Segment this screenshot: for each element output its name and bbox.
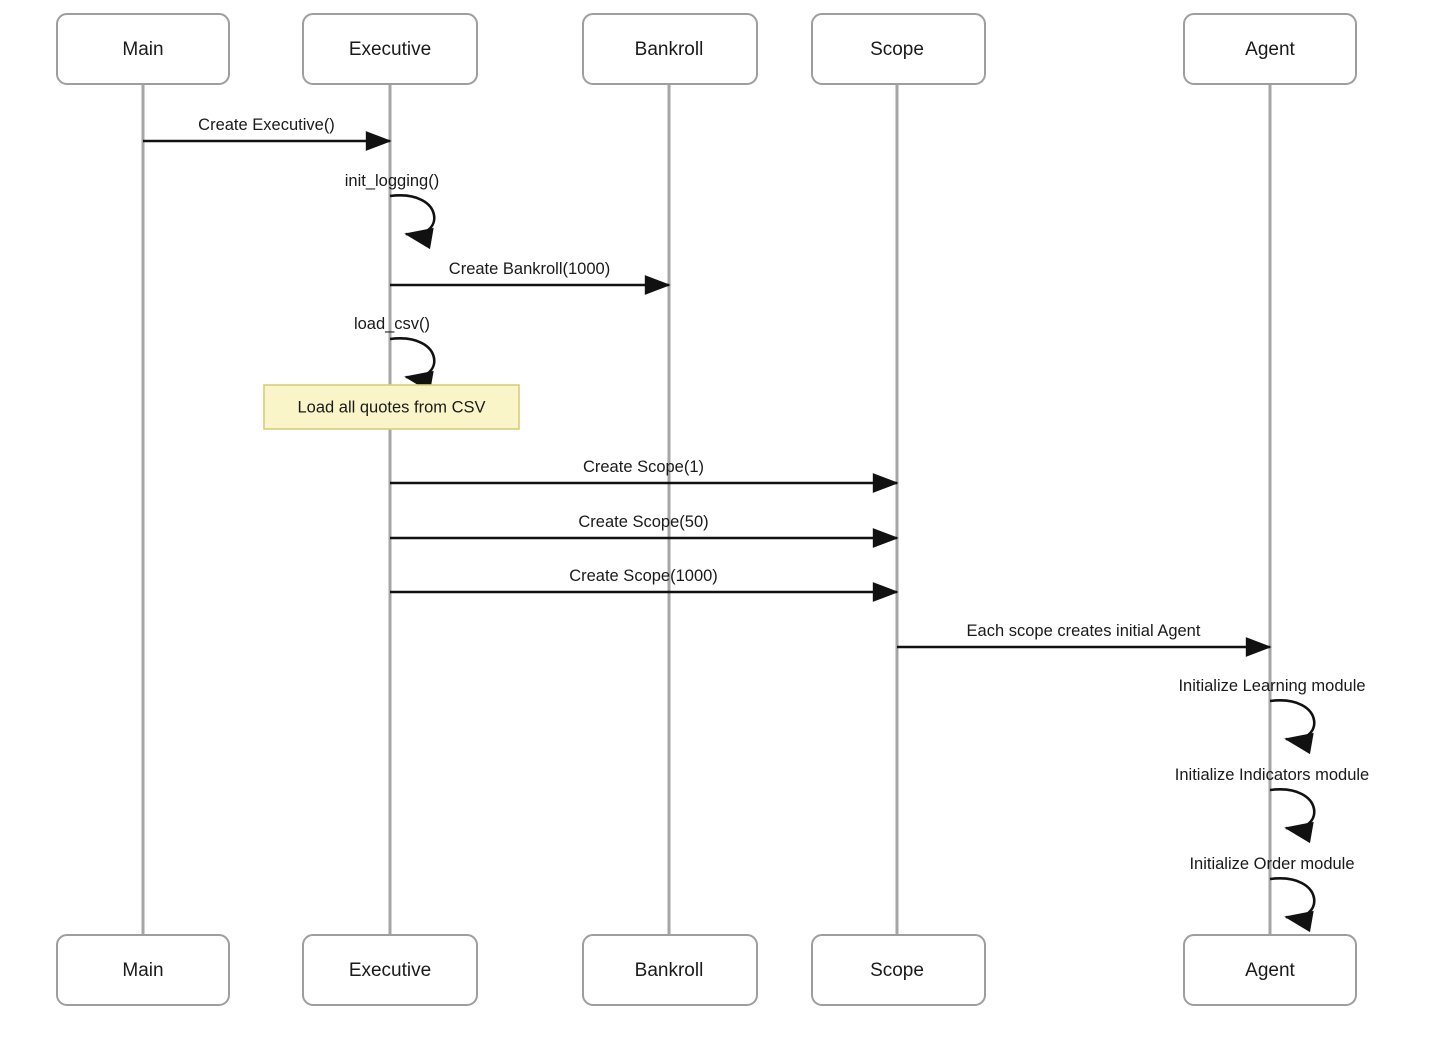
actor-bottom-agent[interactable]: Agent xyxy=(1183,934,1357,1006)
actor-bottom-main[interactable]: Main xyxy=(56,934,230,1006)
message-label-m8: Each scope creates initial Agent xyxy=(967,622,1201,640)
message-label-m6: Create Scope(50) xyxy=(578,513,708,531)
actor-bottom-bankroll[interactable]: Bankroll xyxy=(582,934,758,1006)
note-box-n1 xyxy=(263,384,520,430)
message-label-m2: init_logging() xyxy=(345,172,439,190)
actor-boxes-bottom-group: Main Executive Bankroll Scope Agent xyxy=(56,934,1357,1006)
message-label-m3: Create Bankroll(1000) xyxy=(449,260,610,278)
self-message-arrow-m2 xyxy=(389,194,436,250)
message-label-m7: Create Scope(1000) xyxy=(569,567,718,585)
actor-label-top-scope: Scope xyxy=(870,39,924,60)
message-m1[interactable]: Create Executive() xyxy=(143,116,392,151)
actor-top-agent[interactable]: Agent xyxy=(1183,13,1357,85)
actor-label-bottom-executive: Executive xyxy=(349,960,431,981)
message-label-m10: Initialize Indicators module xyxy=(1175,766,1369,784)
message-m2[interactable]: init_logging() xyxy=(345,172,439,250)
message-m9[interactable]: Initialize Learning module xyxy=(1178,677,1366,755)
actor-label-bottom-bankroll: Bankroll xyxy=(635,960,704,981)
actor-box-top-agent xyxy=(1183,13,1357,85)
message-m7[interactable]: Create Scope(1000) xyxy=(390,567,899,602)
messages-group: Create Executive() init_logging() Create B… xyxy=(143,116,1369,933)
message-m11[interactable]: Initialize Order module xyxy=(1189,855,1355,933)
actor-box-top-bankroll xyxy=(582,13,758,85)
actor-top-scope[interactable]: Scope xyxy=(811,13,986,85)
message-m5[interactable]: Create Scope(1) xyxy=(390,458,899,493)
self-message-arrow-m4 xyxy=(389,337,436,393)
actor-box-top-main xyxy=(56,13,230,85)
notes-group: Load all quotes from CSV xyxy=(263,384,520,430)
actor-box-top-executive xyxy=(302,13,478,85)
message-m4[interactable]: load_csv() xyxy=(354,315,436,393)
message-label-m1: Create Executive() xyxy=(198,116,335,134)
actor-box-bottom-main xyxy=(56,934,230,1006)
self-message-arrow-m11 xyxy=(1269,877,1316,933)
actor-label-top-executive: Executive xyxy=(349,39,431,60)
message-m10[interactable]: Initialize Indicators module xyxy=(1175,766,1369,844)
actor-top-main[interactable]: Main xyxy=(56,13,230,85)
actor-box-top-scope xyxy=(811,13,986,85)
message-label-m5: Create Scope(1) xyxy=(583,458,704,476)
actor-label-bottom-agent: Agent xyxy=(1245,960,1295,981)
actor-label-top-agent: Agent xyxy=(1245,39,1295,60)
message-m3[interactable]: Create Bankroll(1000) xyxy=(390,260,671,295)
note-label-n1: Load all quotes from CSV xyxy=(297,398,485,416)
self-message-arrow-m10 xyxy=(1269,788,1316,844)
actor-label-top-main: Main xyxy=(122,39,163,60)
actor-bottom-scope[interactable]: Scope xyxy=(811,934,986,1006)
message-m6[interactable]: Create Scope(50) xyxy=(390,513,899,548)
note-n1[interactable]: Load all quotes from CSV xyxy=(263,384,520,430)
message-label-m11: Initialize Order module xyxy=(1189,855,1354,873)
actor-box-bottom-bankroll xyxy=(582,934,758,1006)
actor-bottom-executive[interactable]: Executive xyxy=(302,934,478,1006)
actor-top-executive[interactable]: Executive xyxy=(302,13,478,85)
actor-label-bottom-main: Main xyxy=(122,960,163,981)
actor-label-top-bankroll: Bankroll xyxy=(635,39,704,60)
lifelines-group xyxy=(141,84,1272,935)
self-message-arrow-m9 xyxy=(1269,699,1316,755)
actor-box-bottom-executive xyxy=(302,934,478,1006)
actor-top-bankroll[interactable]: Bankroll xyxy=(582,13,758,85)
message-label-m4: load_csv() xyxy=(354,315,430,333)
actor-box-bottom-agent xyxy=(1183,934,1357,1006)
actor-label-bottom-scope: Scope xyxy=(870,960,924,981)
message-m8[interactable]: Each scope creates initial Agent xyxy=(897,622,1272,657)
actor-boxes-top-group: Main Executive Bankroll Scope Agent xyxy=(56,13,1357,85)
actor-box-bottom-scope xyxy=(811,934,986,1006)
message-label-m9: Initialize Learning module xyxy=(1178,677,1365,695)
